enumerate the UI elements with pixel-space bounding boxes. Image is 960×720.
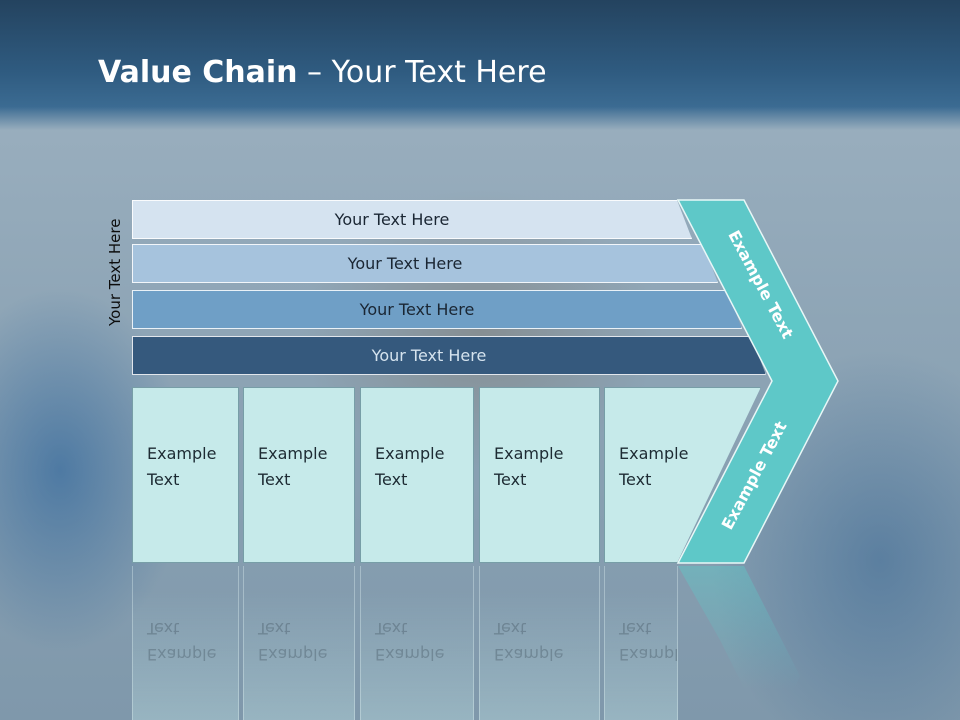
activity-box-1-line2: Text	[147, 470, 180, 489]
chevron-reflection	[678, 566, 800, 720]
chevron-shape[interactable]	[676, 199, 839, 564]
support-bar-1-label: Your Text Here	[334, 210, 450, 229]
activity-box-1[interactable]: Example Text	[132, 387, 239, 563]
title-banner	[0, 0, 960, 130]
activity-box-5-line1: Example	[619, 444, 689, 463]
activity-box-1-line1: Example	[147, 444, 217, 463]
activity-box-2-line1: Example	[258, 444, 328, 463]
slide-title-rest: – Your Text Here	[297, 55, 547, 90]
support-bar-2-label: Your Text Here	[347, 254, 463, 273]
support-bar-1[interactable]: Your Text Here	[132, 200, 692, 239]
activity-box-3-line2: Text	[375, 470, 408, 489]
support-bar-3[interactable]: Your Text Here	[132, 290, 742, 329]
slide-title-bold: Value Chain	[98, 55, 298, 90]
activity-box-3[interactable]: Example Text	[360, 387, 474, 563]
activity-box-2-line2: Text	[258, 470, 291, 489]
support-bar-4[interactable]: Your Text Here	[132, 336, 766, 375]
activity-box-4-line2: Text	[494, 470, 527, 489]
support-bar-2[interactable]: Your Text Here	[132, 244, 718, 283]
support-bar-4-label: Your Text Here	[371, 346, 487, 365]
activity-box-4[interactable]: Example Text	[479, 387, 600, 563]
activity-box-3-line1: Example	[375, 444, 445, 463]
activity-box-4-line1: Example	[494, 444, 564, 463]
activity-box-5-line2: Text	[619, 470, 652, 489]
activity-box-2[interactable]: Example Text	[243, 387, 355, 563]
slide-title[interactable]: Value Chain – Your Text Here	[98, 52, 547, 94]
support-bar-3-label: Your Text Here	[359, 300, 475, 319]
